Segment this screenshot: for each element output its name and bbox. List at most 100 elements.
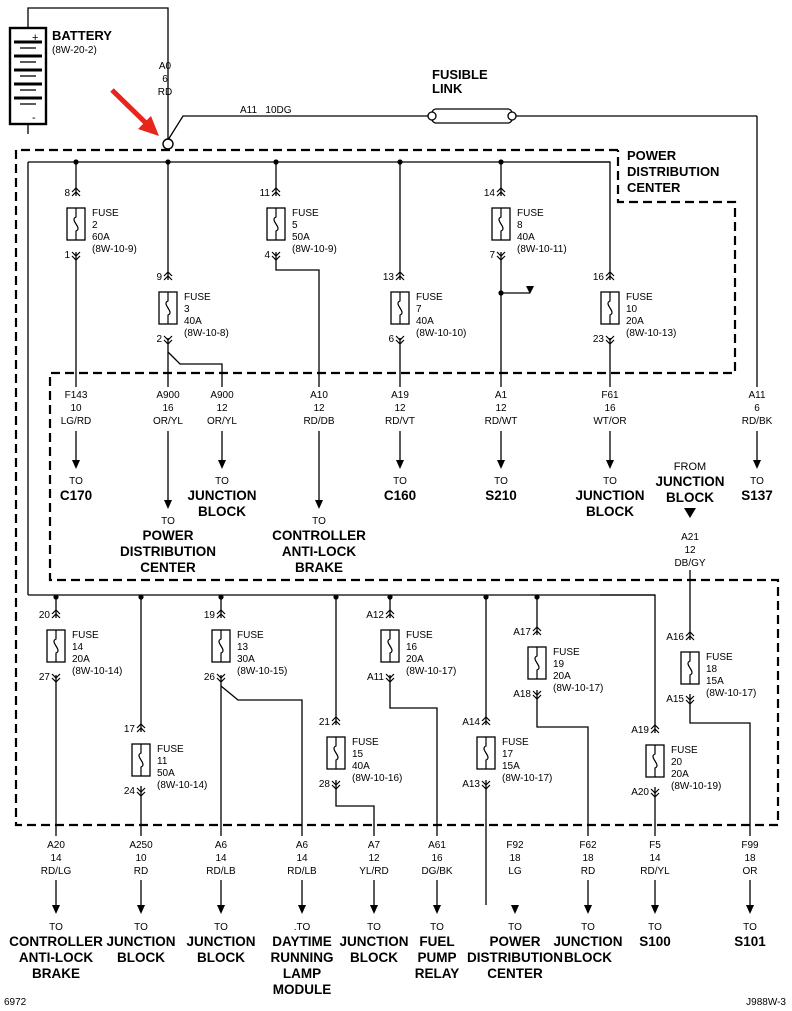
connector-bottom-icon: [481, 780, 491, 790]
destination: MODULE: [273, 982, 332, 997]
fuse-number: 7: [416, 304, 422, 315]
arrow-down-icon: [584, 905, 592, 914]
destination: JUNCTION: [575, 488, 644, 503]
connector-bottom-icon: [136, 787, 146, 797]
to-label: TO: [603, 476, 617, 487]
destination: BLOCK: [117, 950, 165, 965]
to-label: TO: [161, 516, 175, 527]
fuse-pin-top: 8: [64, 188, 70, 199]
connector-top-icon: [136, 723, 146, 733]
connector-bottom-icon: [216, 673, 226, 683]
wire-color: RD: [134, 866, 148, 877]
destination: PUMP: [417, 950, 456, 965]
destination: BLOCK: [564, 950, 612, 965]
arrow-down-icon: [298, 905, 306, 914]
destination: BLOCK: [197, 950, 245, 965]
pdc-label-1: POWER: [627, 148, 677, 163]
to-label: TO: [508, 922, 522, 933]
fuse-rating: 50A: [292, 232, 310, 243]
destination: S100: [639, 934, 671, 949]
fuse-ref: (8W-10-17): [706, 688, 756, 699]
battery-icon: [8, 26, 48, 126]
fuse-number: 18: [706, 664, 718, 675]
circuit-id: A61: [428, 840, 446, 851]
connector-top-icon: [331, 716, 341, 726]
feed-circuit: A0: [159, 61, 172, 72]
fuse-pin-bottom: 4: [264, 250, 270, 261]
fuse-word: FUSE: [292, 208, 319, 219]
to-label: TO: [393, 476, 407, 487]
fuse-pin-bottom: A13: [462, 779, 480, 790]
fuse-number: 11: [157, 756, 168, 767]
fuse-pin-bottom: 1: [64, 250, 70, 261]
fuse-number: 17: [502, 749, 514, 760]
destination: BLOCK: [198, 504, 246, 519]
destination: DISTRIBUTION: [120, 544, 216, 559]
destination: DISTRIBUTION: [467, 950, 563, 965]
fuse-word: FUSE: [502, 737, 529, 748]
circuit-id: A20: [47, 840, 65, 851]
fuse-ref: (8W-10-19): [671, 781, 721, 792]
fuse-rating: 20A: [553, 671, 571, 682]
wire-gauge: 6: [754, 403, 760, 414]
fuse-pin-top: 14: [484, 188, 496, 199]
feed-color: RD: [158, 87, 172, 98]
connector-bottom-icon: [163, 335, 173, 345]
fuse-rating: 40A: [352, 761, 370, 772]
wire-color: RD/WT: [485, 416, 518, 427]
destination: POWER: [142, 528, 193, 543]
fusible-link-label-2: LINK: [432, 81, 463, 96]
from-jb-2: JUNCTION: [655, 474, 724, 489]
from-jb-circuit: A21: [681, 532, 699, 543]
arrow-down-icon: [396, 460, 404, 469]
fuse-pin-bottom: 6: [388, 334, 394, 345]
fuse-number: 5: [292, 220, 298, 231]
fuse-pin-top: A17: [513, 627, 531, 638]
arrow-down-icon: [315, 500, 323, 509]
splice-dots: [53, 159, 540, 600]
destination: ANTI-LOCK: [19, 950, 93, 965]
wire-gauge: 14: [296, 853, 308, 864]
fuse-ref: (8W-10-14): [157, 780, 207, 791]
feed-gauge: 6: [162, 74, 168, 85]
fuse-number: 14: [72, 642, 84, 653]
arrow-down-icon: [433, 905, 441, 914]
arrow-down-icon: [52, 905, 60, 914]
to-label: TO: [69, 476, 83, 487]
destination: CONTROLLER: [9, 934, 103, 949]
fuse-pin-bottom: A20: [631, 787, 649, 798]
destination: FUEL: [419, 934, 454, 949]
footer-right: J988W-3: [746, 997, 786, 1008]
fuse-word: FUSE: [553, 647, 580, 658]
circuit-id: A900: [156, 390, 180, 401]
arrow-down-icon: [370, 905, 378, 914]
to-label: TO: [581, 922, 595, 933]
fuse-pin-top: 16: [593, 272, 605, 283]
connector-bottom-icon: [271, 251, 281, 261]
fuse-word: FUSE: [157, 744, 184, 755]
fuse-rating: 60A: [92, 232, 110, 243]
circuit-id: A900: [210, 390, 234, 401]
from-jb-3: BLOCK: [666, 490, 714, 505]
battery-plus: +: [32, 32, 38, 44]
fuse-number: 19: [553, 659, 565, 670]
fuse-word: FUSE: [671, 745, 698, 756]
from-jb-color: DB/GY: [674, 558, 705, 569]
wire-color: LG/RD: [61, 416, 92, 427]
circuit-id: A250: [129, 840, 153, 851]
fuse-pin-bottom: 2: [156, 334, 162, 345]
fuse-pin-top: 17: [124, 724, 136, 735]
fuse-rating: 20A: [406, 654, 424, 665]
destination: BRAKE: [32, 966, 80, 981]
battery-minus: -: [32, 112, 36, 124]
wire-gauge: 16: [162, 403, 174, 414]
fuse-ref: (8W-10-14): [72, 666, 122, 677]
destination: S137: [741, 488, 773, 503]
fuse-rating: 20A: [671, 769, 689, 780]
